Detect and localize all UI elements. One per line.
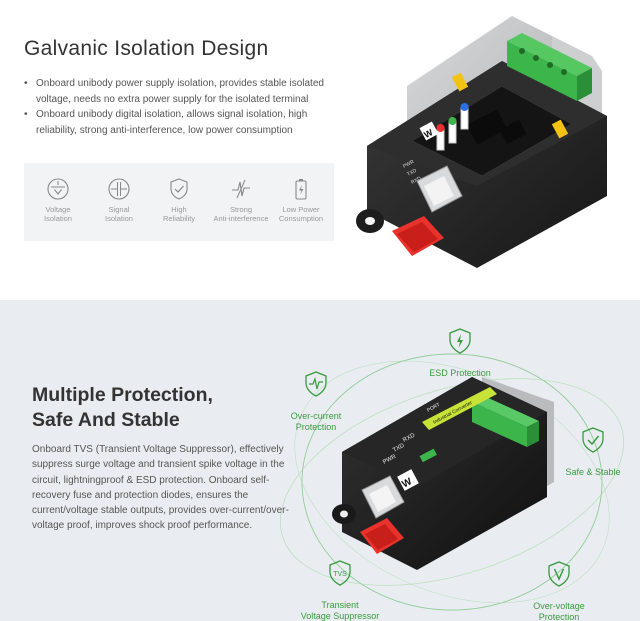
- converter-device-image-bottom: Industrial Converter PORT RXD TXD PWR W: [332, 377, 554, 570]
- tvs-badge: TVS Transient Voltage Suppressor: [292, 549, 388, 621]
- feature-label: Strong Anti-interference: [213, 205, 269, 223]
- converter-device-image-top: W PWR TXD RXD: [356, 16, 607, 268]
- isolation-bullet-list: Onboard unibody power supply isolation, …: [24, 76, 344, 138]
- feature-high-reliability: High Reliability: [148, 177, 210, 223]
- feature-label: Low Power Consumption: [278, 205, 324, 223]
- feature-anti-interference: Strong Anti-interference: [210, 177, 272, 223]
- txd-label: TXD: [406, 168, 418, 178]
- over-voltage-label: Over-voltage Protection: [533, 601, 585, 621]
- feature-label: Signal Isolation: [105, 205, 133, 223]
- anti-interference-icon: [232, 179, 250, 199]
- protection-description: Onboard TVS (Transient Voltage Suppresso…: [32, 444, 289, 532]
- over-current-badge: Over-current Protection: [282, 360, 350, 444]
- protection-section: Multiple Protection, Safe And Stable Onb…: [0, 300, 640, 621]
- safe-stable-label: Safe & Stable: [565, 467, 621, 477]
- isolation-bullet: Onboard unibody power supply isolation, …: [24, 76, 344, 107]
- voltage-isolation-icon: [47, 178, 69, 200]
- isolation-section: Galvanic Isolation Design Onboard unibod…: [0, 0, 640, 300]
- protection-title-line2: Safe And Stable: [32, 409, 180, 431]
- over-voltage-shield-icon: [548, 561, 570, 587]
- feature-label: Voltage Isolation: [44, 205, 72, 223]
- rxd-label: RXD: [410, 175, 422, 185]
- tvs-icon-text: TVS: [333, 571, 347, 578]
- esd-protection-label: ESD Protection: [429, 368, 491, 378]
- isolation-title: Galvanic Isolation Design: [24, 37, 269, 60]
- protection-title-line1: Multiple Protection,: [32, 384, 213, 406]
- feature-bar: Voltage Isolation Signal Isolation High …: [24, 163, 334, 241]
- rxd-label: RXD: [402, 432, 417, 444]
- tvs-label: Transient Voltage Suppressor: [300, 600, 380, 621]
- tvs-shield-icon: TVS: [329, 560, 351, 586]
- port-label: PORT: [426, 402, 441, 414]
- isolation-bullet: Onboard unibody digital isolation, allow…: [24, 107, 344, 138]
- pwr-label: PWR: [402, 159, 415, 170]
- feature-voltage-isolation: Voltage Isolation: [27, 177, 89, 223]
- battery-icon: [295, 179, 307, 200]
- check-shield-icon: [582, 427, 604, 453]
- over-current-shield-icon: [305, 371, 327, 397]
- esd-shield-icon: [449, 328, 471, 354]
- feature-low-power: Low Power Consumption: [270, 177, 332, 223]
- safe-stable-badge: Safe & Stable: [557, 416, 629, 489]
- signal-isolation-icon: [108, 178, 130, 200]
- over-current-label: Over-current Protection: [290, 411, 342, 432]
- feature-label: High Reliability: [162, 205, 196, 223]
- over-voltage-badge: Over-voltage Protection: [524, 550, 594, 621]
- shield-check-icon: [170, 178, 188, 200]
- esd-protection-badge: ESD Protection: [415, 317, 505, 390]
- protection-title: Multiple Protection, Safe And Stable: [32, 383, 213, 433]
- feature-signal-isolation: Signal Isolation: [88, 177, 150, 223]
- txd-label: TXD: [392, 443, 406, 454]
